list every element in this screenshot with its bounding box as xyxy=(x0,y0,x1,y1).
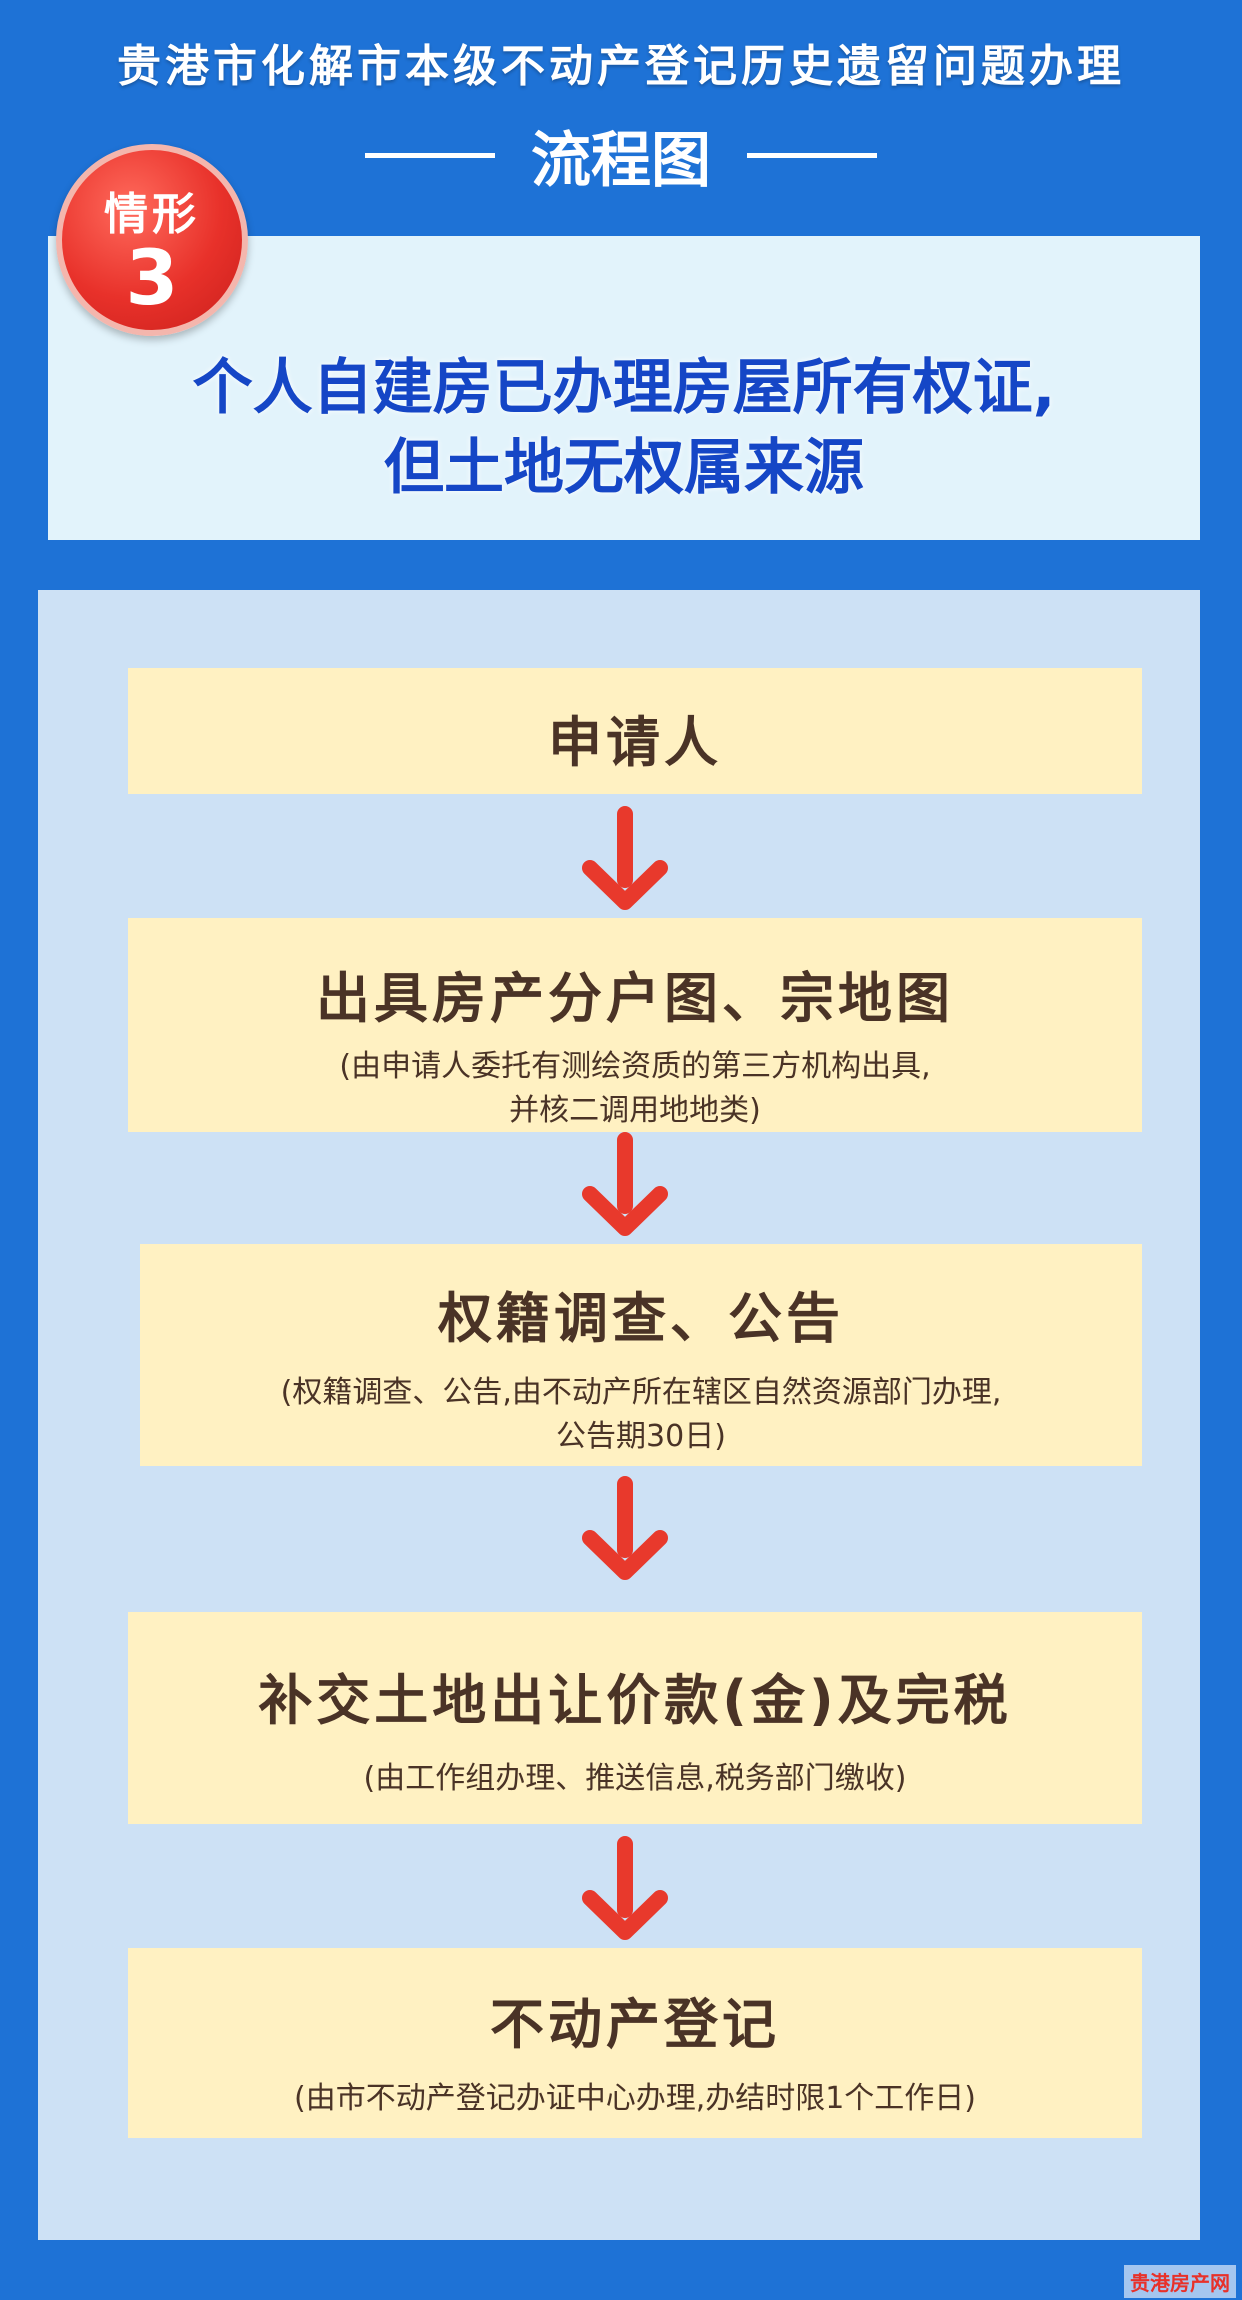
case-title-line-1: 个人自建房已办理房屋所有权证, xyxy=(192,353,1056,423)
step-title: 出具房产分户图、宗地图 xyxy=(316,967,954,1030)
step-title: 权籍调查、公告 xyxy=(438,1287,844,1350)
step-title: 补交土地出让价款(金)及完税 xyxy=(258,1669,1012,1732)
step-note: 公告期30日) xyxy=(556,1419,726,1454)
page-subtitle: 流程图 xyxy=(0,112,1242,199)
arrow-down-icon xyxy=(582,1836,668,1940)
case-badge: 情形 3 xyxy=(56,144,248,336)
subtitle-text: 流程图 xyxy=(531,126,711,196)
step-note: (由工作组办理、推送信息,税务部门缴收) xyxy=(363,1761,907,1796)
step-applicant: 申请人 xyxy=(128,668,1142,794)
step-ownership-survey: 权籍调查、公告 (权籍调查、公告,由不动产所在辖区自然资源部门办理, 公告期30… xyxy=(140,1244,1142,1466)
subtitle-rule-right xyxy=(747,153,877,158)
step-note: (由市不动产登记办证中心办理,办结时限1个工作日) xyxy=(293,2081,977,2116)
step-property-registration: 不动产登记 (由市不动产登记办证中心办理,办结时限1个工作日) xyxy=(128,1948,1142,2138)
step-note: (权籍调查、公告,由不动产所在辖区自然资源部门办理, xyxy=(280,1375,1002,1410)
arrow-down-icon xyxy=(582,1132,668,1236)
step-land-payment: 补交土地出让价款(金)及完税 (由工作组办理、推送信息,税务部门缴收) xyxy=(128,1612,1142,1824)
arrow-down-icon xyxy=(582,806,668,910)
step-title: 申请人 xyxy=(548,711,722,774)
arrow-down-icon xyxy=(582,1476,668,1580)
site-logo: 贵港房产网 xyxy=(1124,2265,1236,2298)
page-title: 贵港市化解市本级不动产登记历史遗留问题办理 xyxy=(117,41,1125,92)
case-title: 个人自建房已办理房屋所有权证, 但土地无权属来源 xyxy=(48,348,1200,508)
case-title-line-2: 但土地无权属来源 xyxy=(384,433,864,503)
step-note: (由申请人委托有测绘资质的第三方机构出具, xyxy=(339,1049,931,1084)
step-survey-maps: 出具房产分户图、宗地图 (由申请人委托有测绘资质的第三方机构出具, 并核二调用地… xyxy=(128,918,1142,1132)
badge-number: 3 xyxy=(125,233,179,322)
subtitle-rule-left xyxy=(365,153,495,158)
badge-label: 情形 xyxy=(104,189,200,240)
case-box xyxy=(48,236,1200,540)
step-title: 不动产登记 xyxy=(490,1993,780,2056)
step-note: 并核二调用地地类) xyxy=(509,1093,761,1128)
